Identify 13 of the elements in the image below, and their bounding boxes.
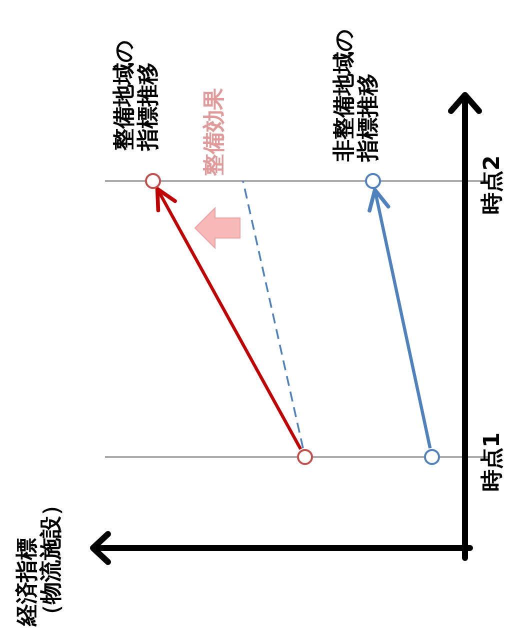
arrow (368, 188, 432, 449)
circle-marker (365, 173, 381, 189)
axis-tick-label: 時点2 (480, 155, 506, 215)
circle-marker (424, 449, 440, 465)
circle-marker (297, 449, 313, 465)
arrow (155, 186, 302, 450)
series-label: 非整備地域の指標推移 (332, 28, 382, 162)
axis-tick-label: 時点1 (480, 432, 506, 492)
series-label: 整備地域の指標推移 (112, 40, 162, 150)
circle-marker (145, 173, 161, 189)
effect-label: 整備効果 (202, 88, 228, 176)
axis-title: 経済指標（物流施設） (16, 494, 64, 626)
dashed-line (242, 180, 304, 448)
